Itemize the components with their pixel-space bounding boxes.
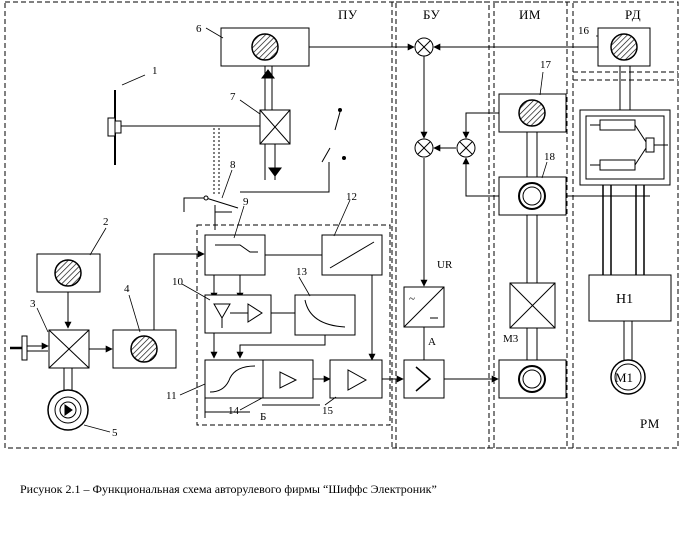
label-8: 8 <box>230 159 236 171</box>
coupling-18-icon <box>518 182 546 210</box>
m3-cross-b <box>509 282 556 329</box>
label-12: 12 <box>346 191 357 203</box>
label-11: 11 <box>166 390 177 402</box>
sensor-5-core <box>59 401 77 419</box>
block-12 <box>321 234 383 276</box>
label-2: 2 <box>103 216 109 228</box>
label-13: 13 <box>296 266 308 278</box>
label-b: Б <box>260 411 266 423</box>
label-9: 9 <box>243 196 249 208</box>
label-16: 16 <box>578 25 590 37</box>
label-10: 10 <box>172 276 184 288</box>
label-m3: М3 <box>503 333 519 345</box>
section-title-pu: ПУ <box>338 7 358 22</box>
line-18-fb <box>462 157 499 197</box>
label-17: 17 <box>540 59 552 71</box>
sensor-16-icon <box>610 33 638 61</box>
leader-lines <box>36 27 598 433</box>
label-14: 14 <box>228 405 240 417</box>
block-10-diode <box>213 303 231 320</box>
label-4: 4 <box>124 283 130 295</box>
functional-scheme: ПУ БУ ИМ РД РМ <box>4 1 679 449</box>
amp-chevron-icon <box>415 366 432 392</box>
line-13-11 <box>236 335 326 359</box>
label-ur: UR <box>437 259 453 271</box>
helm-wheel-icon <box>107 90 122 165</box>
arrow-up-7 <box>261 69 275 79</box>
line-4-9 <box>153 250 205 330</box>
sensor-2-icon <box>54 259 82 287</box>
label-15: 15 <box>322 405 334 417</box>
block-power-amp <box>403 359 445 399</box>
motor-m1-icon <box>610 359 646 395</box>
arrow-down-7 <box>268 167 282 177</box>
block-15-amp <box>347 369 368 391</box>
section-title-rd: РД <box>625 7 641 22</box>
switch-8-lever <box>205 197 239 209</box>
frame-im <box>493 1 568 449</box>
gyro-cross-b <box>48 329 90 369</box>
comparator-mid <box>414 138 434 158</box>
frame-rd <box>572 1 679 449</box>
steering-gear-inner <box>585 115 665 180</box>
frame-controller <box>196 224 391 426</box>
block-h1 <box>588 274 672 322</box>
block-14-amp <box>279 371 298 389</box>
switch-8-pivot <box>203 195 209 201</box>
comparator-top <box>414 37 434 57</box>
coupling-18-inner <box>522 186 542 206</box>
section-title-rm: РМ <box>640 416 660 431</box>
block-11-curve <box>209 365 256 393</box>
sensor-6-icon <box>251 33 279 61</box>
sensor-17-icon <box>518 99 546 127</box>
block-7-cross-b <box>259 109 291 145</box>
label-m1: М1 <box>615 370 633 385</box>
block-9 <box>204 234 266 276</box>
section-title-bu: БУ <box>423 7 441 22</box>
label-7: 7 <box>230 91 236 103</box>
label-h1: Н1 <box>616 292 633 307</box>
converter-ac-symbol: ~ <box>409 293 415 305</box>
converter-diag <box>403 286 445 328</box>
label-1: 1 <box>152 65 158 77</box>
sensor-5-arrow <box>64 404 73 416</box>
block-12-ramp <box>329 241 375 269</box>
switch-contacts-icon <box>240 108 346 193</box>
figure-caption: Рисунок 2.1 – Функциональная схема автор… <box>20 482 437 496</box>
label-3: 3 <box>30 298 36 310</box>
section-title-im: ИМ <box>519 7 541 22</box>
knob-3-icon <box>10 335 28 361</box>
frame-bu <box>395 1 490 449</box>
block-13-curve <box>304 299 346 328</box>
sensor-5-ring <box>54 396 82 424</box>
switch-8 <box>183 197 206 212</box>
section-frames <box>4 1 679 449</box>
motor-m1-inner <box>614 363 642 391</box>
block-9-curve <box>215 244 258 253</box>
line-17-fb <box>462 112 499 139</box>
label-5: 5 <box>112 427 118 439</box>
label-6: 6 <box>196 23 202 35</box>
rudder-cylinders-icon <box>590 119 668 171</box>
comparator-feedback <box>456 138 476 158</box>
block-13 <box>294 294 356 336</box>
label-18: 18 <box>544 151 556 163</box>
label-a: A <box>428 336 436 348</box>
motor-inner <box>522 369 542 389</box>
motor-icon <box>518 365 546 393</box>
sensor-4-icon <box>130 335 158 363</box>
